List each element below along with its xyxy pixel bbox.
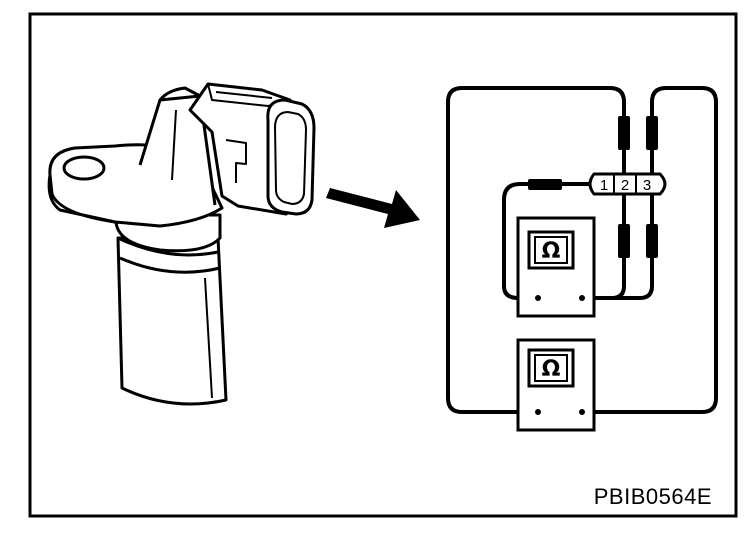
test-wiring xyxy=(446,86,718,414)
direction-arrow-icon xyxy=(326,188,420,228)
harness-connector: 1 2 3 xyxy=(588,172,667,196)
ohmmeter-upper: Ω xyxy=(516,216,596,318)
wire-pin3 xyxy=(580,86,718,414)
wire-pin2-lower xyxy=(446,86,626,414)
sensor-connector-face xyxy=(266,98,316,216)
connector-pin-1: 1 xyxy=(600,177,608,194)
crankshaft-position-sensor-illustration xyxy=(47,82,316,406)
mounting-hole xyxy=(62,155,106,181)
wire-pin3-branch xyxy=(610,188,654,300)
connector-pin-2: 2 xyxy=(621,177,629,194)
wire-pin1 xyxy=(502,182,594,300)
ohm-icon: Ω xyxy=(542,239,561,264)
connector-pin-3: 3 xyxy=(643,177,651,194)
ohmmeter-lower: Ω xyxy=(516,338,596,432)
sensor-body xyxy=(116,236,228,406)
figure-code: PBIB0564E xyxy=(593,484,712,509)
ohm-icon: Ω xyxy=(542,357,561,382)
probe-sleeves xyxy=(528,116,658,258)
